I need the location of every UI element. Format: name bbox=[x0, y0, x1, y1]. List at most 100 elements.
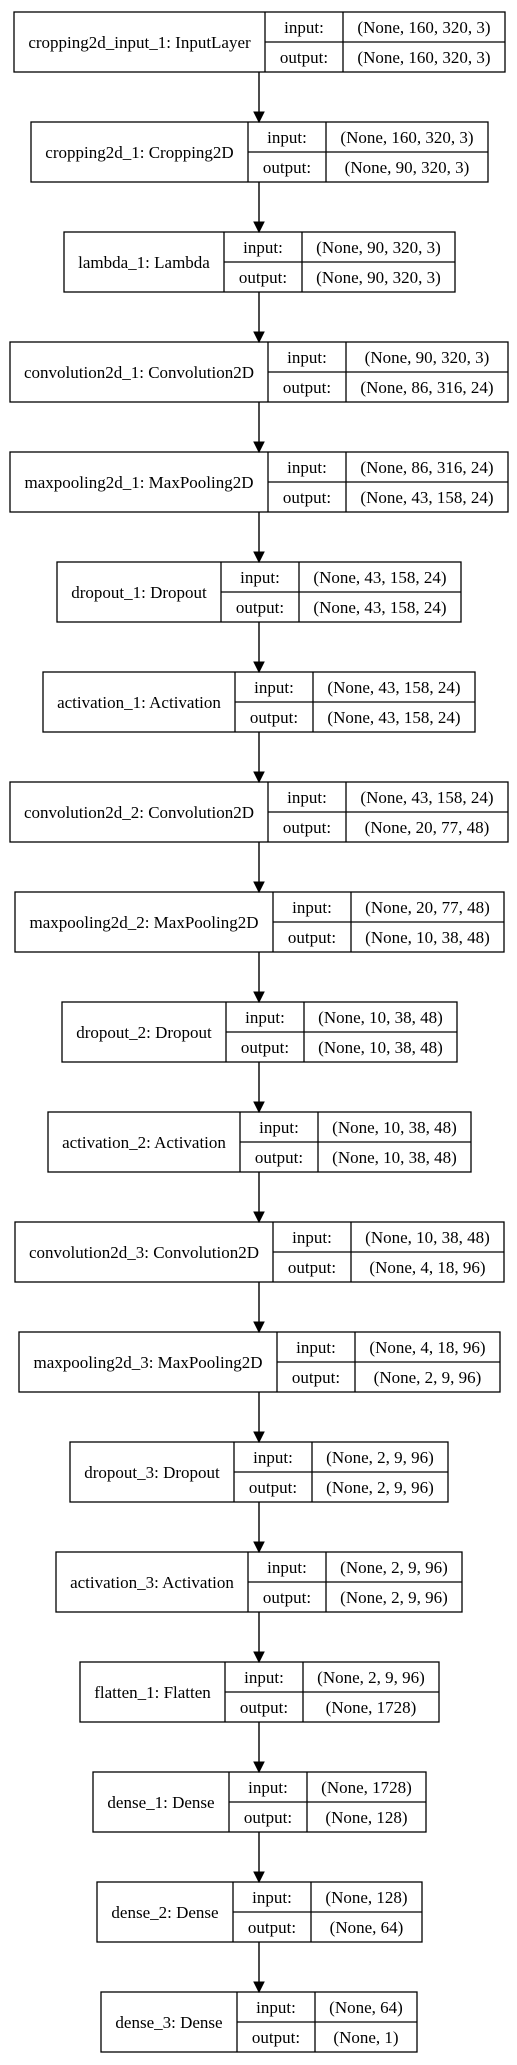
layer-name: dropout_1: Dropout bbox=[71, 583, 207, 602]
input-shape: (None, 2, 9, 96) bbox=[326, 1448, 434, 1467]
layer-name: convolution2d_1: Convolution2D bbox=[24, 363, 254, 382]
edge-arrow bbox=[253, 1392, 265, 1444]
input-label: input: bbox=[287, 348, 327, 367]
layer-node: convolution2d_2: Convolution2Dinput:outp… bbox=[9, 781, 509, 843]
output-label: output: bbox=[263, 1588, 311, 1607]
arrowhead-icon bbox=[253, 881, 265, 894]
output-shape: (None, 160, 320, 3) bbox=[357, 48, 490, 67]
output-shape: (None, 128) bbox=[325, 1808, 407, 1827]
arrowhead-icon bbox=[253, 331, 265, 344]
output-label: output: bbox=[283, 818, 331, 837]
input-shape: (None, 160, 320, 3) bbox=[357, 18, 490, 37]
layer-name: activation_3: Activation bbox=[70, 1573, 234, 1592]
output-shape: (None, 10, 38, 48) bbox=[365, 928, 490, 947]
input-shape: (None, 43, 158, 24) bbox=[360, 788, 493, 807]
layer-name: dropout_2: Dropout bbox=[76, 1023, 212, 1042]
output-label: output: bbox=[252, 2028, 300, 2047]
output-shape: (None, 43, 158, 24) bbox=[327, 708, 460, 727]
output-label: output: bbox=[250, 708, 298, 727]
layer-node: maxpooling2d_3: MaxPooling2Dinput:output… bbox=[18, 1331, 501, 1393]
input-shape: (None, 10, 38, 48) bbox=[318, 1008, 443, 1027]
output-shape: (None, 43, 158, 24) bbox=[360, 488, 493, 507]
edge-arrow bbox=[253, 1722, 265, 1774]
output-shape: (None, 90, 320, 3) bbox=[316, 268, 441, 287]
input-shape: (None, 160, 320, 3) bbox=[340, 128, 473, 147]
output-label: output: bbox=[288, 928, 336, 947]
edge-arrow bbox=[253, 1942, 265, 1994]
input-label: input: bbox=[240, 568, 280, 587]
input-shape: (None, 4, 18, 96) bbox=[369, 1338, 485, 1357]
edge-arrow bbox=[253, 1282, 265, 1334]
edge-arrow bbox=[253, 1612, 265, 1664]
arrowhead-icon bbox=[253, 1541, 265, 1554]
input-shape: (None, 10, 38, 48) bbox=[365, 1228, 490, 1247]
layer-name: cropping2d_input_1: InputLayer bbox=[28, 33, 251, 52]
input-shape: (None, 2, 9, 96) bbox=[317, 1668, 425, 1687]
output-label: output: bbox=[292, 1368, 340, 1387]
layer-name: activation_2: Activation bbox=[62, 1133, 226, 1152]
output-shape: (None, 2, 9, 96) bbox=[374, 1368, 482, 1387]
output-shape: (None, 1) bbox=[333, 2028, 398, 2047]
layer-node: activation_3: Activationinput:output:(No… bbox=[55, 1551, 463, 1613]
layer-name: convolution2d_2: Convolution2D bbox=[24, 803, 254, 822]
edge-arrow bbox=[253, 512, 265, 564]
output-shape: (None, 10, 38, 48) bbox=[332, 1148, 457, 1167]
output-shape: (None, 2, 9, 96) bbox=[326, 1478, 434, 1497]
layer-node: activation_1: Activation input: output: (No… bbox=[42, 671, 476, 733]
input-label: input: bbox=[245, 1008, 285, 1027]
output-shape: (None, 4, 18, 96) bbox=[369, 1258, 485, 1277]
output-shape: (None, 20, 77, 48) bbox=[365, 818, 490, 837]
layer-name: maxpooling2d_2: MaxPooling2D bbox=[29, 913, 258, 932]
input-label: input: bbox=[292, 898, 332, 917]
input-label: input: bbox=[267, 128, 307, 147]
input-label: input: bbox=[243, 238, 283, 257]
layer-node: dropout_1: Dropout input: output: (None, 43… bbox=[56, 561, 462, 623]
input-label: input: bbox=[292, 1228, 332, 1247]
output-shape: (None, 2, 9, 96) bbox=[340, 1588, 448, 1607]
arrowhead-icon bbox=[253, 1871, 265, 1884]
output-label: output: bbox=[249, 1478, 297, 1497]
layer-node: cropping2d_input_1: InputLayerinput:outp… bbox=[13, 11, 506, 73]
layer-node: cropping2d_1: Cropping2Dinput:output:(No… bbox=[30, 121, 489, 183]
arrowhead-icon bbox=[253, 111, 265, 124]
layer-node: maxpooling2d_1: MaxPooling2Dinput:output… bbox=[9, 451, 509, 513]
arrowhead-icon bbox=[253, 991, 265, 1004]
output-label: output: bbox=[288, 1258, 336, 1277]
output-label: output: bbox=[236, 598, 284, 617]
input-label: input: bbox=[252, 1888, 292, 1907]
layer-node: activation_2: Activationinput:output:(No… bbox=[47, 1111, 472, 1173]
output-label: output: bbox=[283, 378, 331, 397]
layer-name: cropping2d_1: Cropping2D bbox=[45, 143, 233, 162]
input-label: input: bbox=[244, 1668, 284, 1687]
layer-name: dense_3: Dense bbox=[115, 2013, 222, 2032]
input-shape: (None, 1728) bbox=[321, 1778, 412, 1797]
output-shape: (None, 10, 38, 48) bbox=[318, 1038, 443, 1057]
input-label: input: bbox=[296, 1338, 336, 1357]
output-shape: (None, 43, 158, 24) bbox=[313, 598, 446, 617]
arrowhead-icon bbox=[253, 1321, 265, 1334]
edge-arrow bbox=[253, 1502, 265, 1554]
input-label: input: bbox=[254, 678, 294, 697]
input-label: input: bbox=[256, 1998, 296, 2017]
layer-name: flatten_1: Flatten bbox=[94, 1683, 211, 1702]
layer-name: activation_1: Activation bbox=[57, 693, 221, 712]
arrowhead-icon bbox=[253, 441, 265, 454]
layer-name: dense_2: Dense bbox=[111, 1903, 218, 1922]
edge-arrow bbox=[253, 72, 265, 124]
input-label: input: bbox=[248, 1778, 288, 1797]
output-label: output: bbox=[283, 488, 331, 507]
output-label: output: bbox=[239, 268, 287, 287]
input-shape: (None, 43, 158, 24) bbox=[313, 568, 446, 587]
edge-arrow bbox=[253, 1832, 265, 1884]
edge-arrow bbox=[253, 622, 265, 674]
edge-arrow bbox=[253, 732, 265, 784]
input-label: input: bbox=[259, 1118, 299, 1137]
edge-arrow bbox=[253, 952, 265, 1004]
output-shape: (None, 64) bbox=[330, 1918, 404, 1937]
